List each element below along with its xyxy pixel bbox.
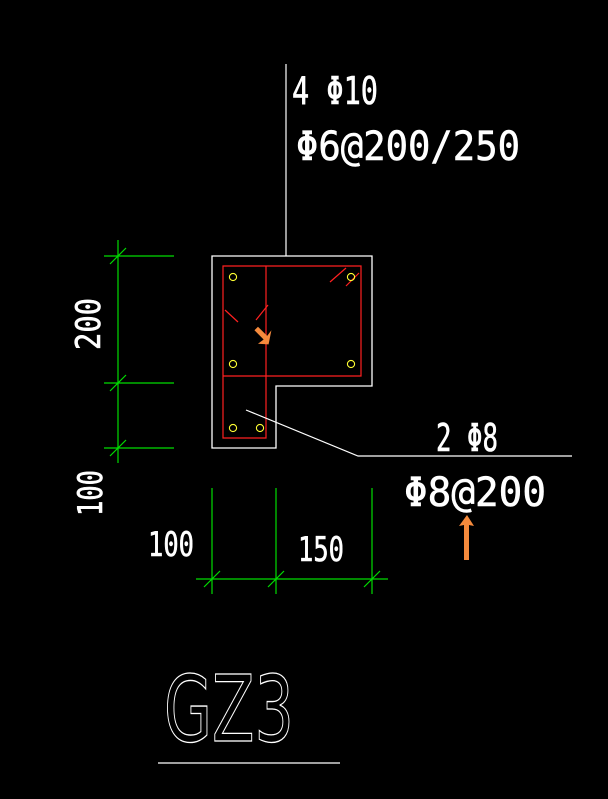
rebar-dot bbox=[228, 423, 238, 433]
dimension-tick bbox=[109, 439, 127, 457]
right-main-rebar-label: 2 Φ8 bbox=[436, 416, 498, 460]
top-stirrup-label: Φ6@200/250 bbox=[296, 124, 520, 170]
dimension-lines bbox=[104, 240, 388, 594]
rebar-dot bbox=[228, 359, 238, 369]
dimension-text-bottom-left: 100 bbox=[148, 525, 194, 565]
stirrup-hook bbox=[329, 267, 347, 283]
dimension-text-left-upper: 200 bbox=[69, 298, 109, 350]
top-main-rebar-label: 4 Φ10 bbox=[292, 69, 378, 113]
drawing-title: GZ3 bbox=[164, 656, 294, 763]
tie-hook bbox=[224, 309, 239, 323]
tie-hook bbox=[255, 304, 269, 321]
main-bars bbox=[228, 272, 356, 433]
dimension-tick bbox=[109, 374, 127, 392]
stirrup-outer bbox=[222, 265, 362, 439]
right-leader-line bbox=[245, 409, 572, 457]
rebar-dot bbox=[255, 423, 265, 433]
dimension-tick bbox=[109, 247, 127, 265]
column-outline bbox=[211, 255, 373, 449]
rebar-cage bbox=[222, 265, 362, 439]
rebar-dot bbox=[346, 272, 356, 282]
dimension-text-bottom-right: 150 bbox=[298, 530, 344, 570]
dimension-text-left-lower: 100 bbox=[71, 470, 111, 516]
stirrup-hook bbox=[345, 272, 360, 287]
arrow-pointer-icon bbox=[254, 326, 272, 345]
dimension-tick bbox=[363, 570, 381, 588]
rebar-dot bbox=[228, 272, 238, 282]
leader-lines bbox=[245, 64, 572, 457]
arrow-pointer-icon bbox=[459, 515, 474, 560]
dimension-tick bbox=[203, 570, 221, 588]
rebar-dot bbox=[346, 359, 356, 369]
dimension-tick bbox=[267, 570, 285, 588]
right-stirrup-label: Φ8@200 bbox=[404, 470, 546, 516]
